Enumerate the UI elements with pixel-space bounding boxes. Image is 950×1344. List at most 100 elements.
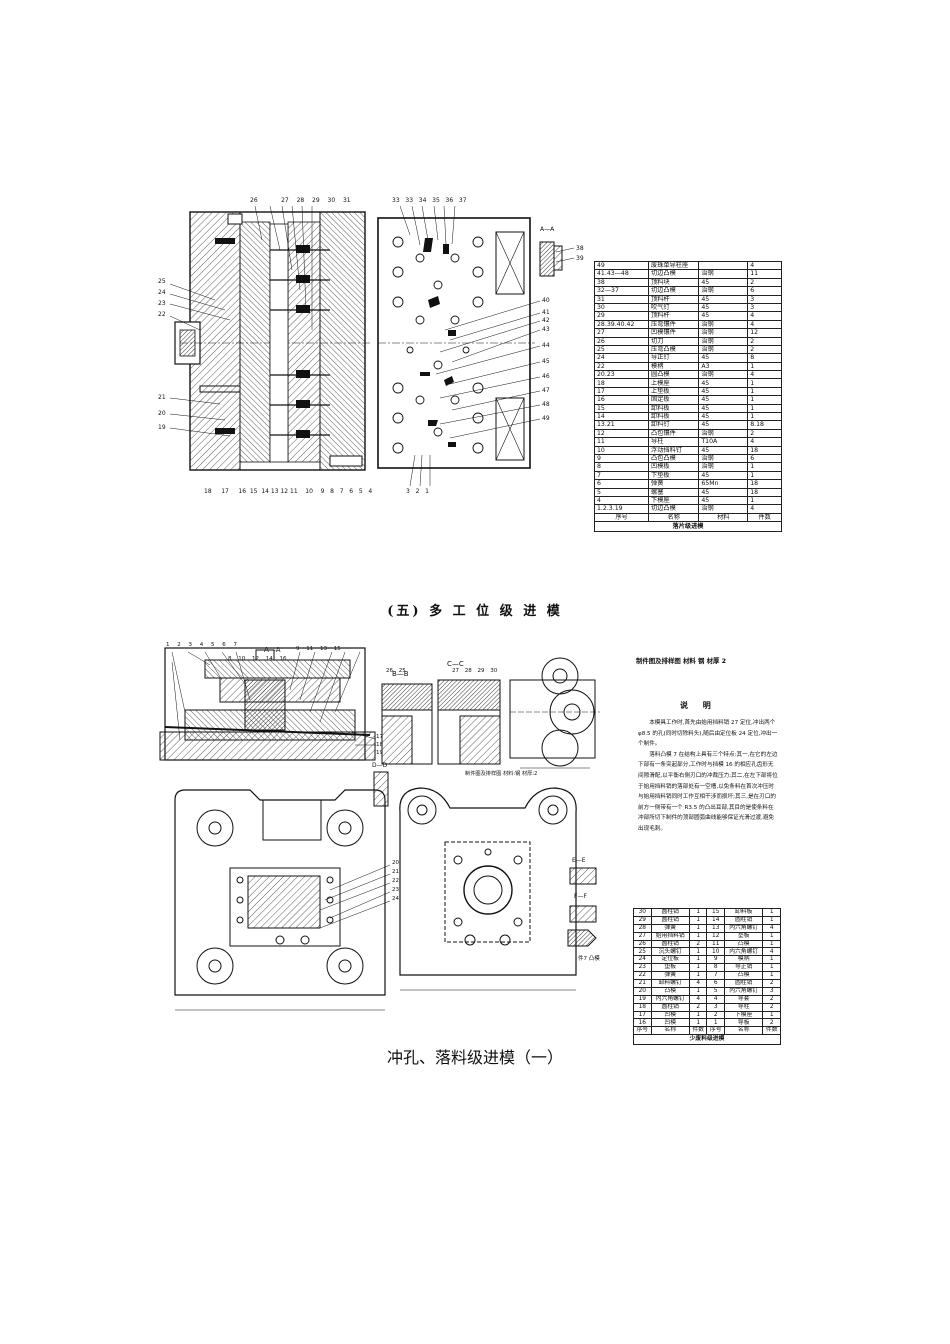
callout: 44 [542, 342, 550, 349]
bom-cell: 治钢 [698, 428, 749, 439]
bom-cell: 卸料板 [723, 908, 764, 917]
bom-cell: 45 [698, 395, 749, 405]
bom-cell: 24 [593, 353, 650, 363]
callouts-bottom-left: 18 17 16 15 14 13 12 11 10 9 8 7 6 5 4 [204, 488, 372, 495]
bom-cell: 2 [747, 336, 782, 346]
bom-cell: 圆凸模 [648, 370, 700, 380]
bom-cell: 定位板 [650, 955, 690, 965]
bom-cell: 圆柱销 [650, 908, 690, 917]
callout: 41 [542, 309, 550, 316]
bom-cell: 顶料块 [648, 277, 700, 288]
bom-cell: 吹气钉 [648, 302, 700, 313]
bom-cell: 1 [762, 939, 781, 949]
bom-cell: 32—37 [593, 286, 650, 296]
callout: 9 [320, 488, 325, 495]
bom-cell: 30 [593, 302, 650, 313]
callout: 6 [349, 488, 354, 495]
bom-cell: 14 [593, 412, 650, 422]
bom-cell: 24 [633, 955, 652, 965]
bom-cell: 1 [688, 963, 708, 973]
callout: 15 [249, 488, 258, 495]
bom-cell: 治钢 [698, 336, 749, 346]
bom-cell: 导板 [723, 1018, 764, 1028]
bom-cell: 1 [747, 462, 782, 472]
bom-cell: 凸模 [723, 939, 764, 949]
bom-cell: 1 [747, 403, 782, 414]
bom-cell: 5 [706, 986, 725, 996]
bom-cell: A3 [698, 361, 749, 372]
callouts-bottom-top-row-right: 9 11 13 15 [296, 646, 341, 652]
bom-title-row: 少废料级进模 [633, 1034, 781, 1046]
bom-cell: 31 [593, 294, 650, 304]
bom-header-row: 序号名称件数序号名称件数 [633, 1026, 781, 1036]
bom-cell: 29 [633, 915, 652, 925]
bom-cell: 65Mn [698, 479, 749, 489]
bom-cell: 22 [633, 971, 652, 981]
callout: 2 [177, 642, 181, 648]
bom-cell: 45 [698, 386, 749, 397]
description-text: 本模具工作时,首先由始用挡料销 27 定位,冲出两个 φ8.5 的孔(同时切除料… [638, 718, 778, 835]
section-dd-label: D—D [372, 762, 388, 769]
callouts-bottom-top-row: 1 2 3 4 5 6 7 [166, 642, 237, 648]
bom-cell: 17 [593, 386, 650, 397]
bom-cell: 1 [688, 908, 708, 917]
bom-header-cell: 序号 [706, 1026, 725, 1036]
callout: 13 [270, 488, 279, 495]
bom-cell: 6 [706, 979, 725, 988]
callout: 18 [204, 488, 212, 495]
bom-cell: 5 [593, 487, 650, 497]
bom-cell: 8 [747, 353, 782, 363]
bom-cell: 11 [593, 437, 650, 447]
bom-cell: 12 [706, 931, 725, 941]
bom-cell: 4 [688, 979, 708, 988]
bom-cell: 6 [593, 479, 650, 489]
bom-cell: 12 [593, 428, 650, 439]
bom-cell: 凹模镶件 [648, 328, 700, 338]
callout: 17 [221, 488, 229, 495]
bom-cell: 内六角螺钉 [650, 994, 690, 1004]
bom-cell: 治钢 [698, 453, 749, 464]
bom-cell: 1 [688, 947, 708, 957]
callouts-top-right: 33 33 34 35 36 37 [392, 197, 467, 204]
bom-cell: 4 [747, 504, 782, 514]
bom-cell: 1 [747, 378, 782, 388]
bom-cell: 15 [593, 403, 650, 414]
callout: 42 [542, 317, 550, 324]
bom-cell: 圆柱销 [723, 979, 764, 988]
bom-cell: 20 [633, 986, 652, 996]
bom-cell: 治钢 [698, 286, 749, 296]
bom-cell: 垫板 [723, 931, 764, 941]
bom-cell: 1 [762, 1010, 781, 1020]
bom-cell: 2 [747, 344, 782, 355]
bom-cell: 11 [747, 269, 782, 279]
callout: 1 [166, 642, 170, 648]
bom-cell: 4 [747, 319, 782, 330]
callout: 24 [392, 896, 399, 902]
callout: 4 [199, 642, 204, 648]
callout: 14 [261, 488, 269, 495]
bom-cell: 8 [593, 462, 650, 472]
part-material-line: 制件图及排样图 材料 钢 材厚 2 [636, 657, 727, 665]
bom-cell: 弹簧 [650, 971, 690, 981]
bom-cell: 27 [633, 931, 652, 941]
callout: 28 [296, 197, 305, 204]
bom-cell: 8 [706, 963, 725, 973]
callout: 34 [418, 197, 427, 204]
bom-cell: 8.18 [747, 420, 782, 430]
callout: 20 [392, 860, 399, 866]
bom-cell: 3 [747, 294, 782, 304]
callout: 26 [386, 668, 393, 674]
bom-cell: 内六角螺钉 [723, 923, 764, 933]
bom-cell: 治钢 [698, 319, 749, 330]
